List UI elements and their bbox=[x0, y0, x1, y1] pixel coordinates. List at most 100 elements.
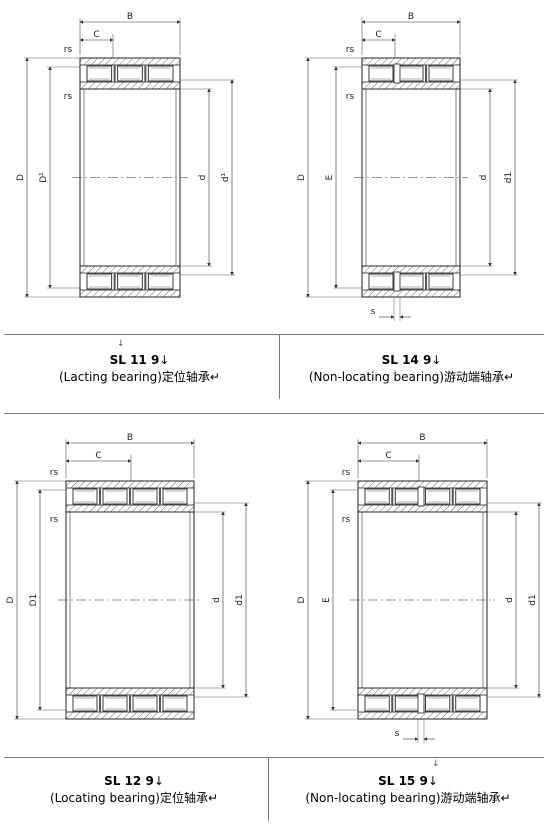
dimension-label-rs-inner: rs bbox=[64, 92, 73, 102]
dimension-label-rs-outer: rs bbox=[50, 468, 59, 478]
dimension-label-c: C bbox=[95, 451, 101, 461]
separator-middle bbox=[4, 413, 544, 414]
dimension-label-s: s bbox=[371, 307, 376, 317]
bottom-ring-section bbox=[65, 687, 195, 720]
roller bbox=[117, 273, 143, 290]
snap-ring bbox=[393, 271, 401, 292]
dimension-label-rs-outer: rs bbox=[346, 45, 355, 55]
dimension-label-d1: D¹ bbox=[39, 172, 49, 183]
roller bbox=[364, 695, 390, 712]
roller bbox=[147, 65, 174, 82]
dimension-label-d1-bore: d1 bbox=[235, 594, 245, 605]
dimension-label-d-bore: d bbox=[479, 175, 489, 181]
roller bbox=[455, 488, 481, 505]
caption-sl119: SL 11 9↓ (Lacting bearing)定位轴承↵ bbox=[0, 352, 279, 386]
roller bbox=[364, 488, 390, 505]
top-ring-section bbox=[357, 480, 488, 513]
return-arrow-mark: ↓ bbox=[432, 759, 440, 769]
snap-ring bbox=[393, 63, 401, 84]
roller bbox=[86, 65, 113, 82]
bearing-description: (Non-locating bearing)游动端轴承 bbox=[305, 791, 501, 805]
roller bbox=[398, 273, 424, 290]
roller bbox=[132, 695, 158, 712]
return-mark: ↵ bbox=[209, 370, 220, 384]
roller bbox=[428, 65, 454, 82]
roller bbox=[394, 695, 420, 712]
roller bbox=[147, 273, 174, 290]
dimension-label-c: C bbox=[93, 30, 99, 40]
dimension-label-d-outer: D bbox=[16, 174, 26, 181]
dimension-label-d-bore: d bbox=[505, 597, 515, 603]
roller bbox=[368, 65, 394, 82]
model-code: SL 15 9 bbox=[378, 774, 428, 788]
bottom-ring-section bbox=[357, 687, 488, 720]
bearing-description: (Locating bearing)定位轴承 bbox=[49, 791, 208, 805]
bearing-description: (Non-locating bearing)游动端轴承 bbox=[308, 370, 505, 384]
bearing-description: (Lacting bearing)定位轴承 bbox=[59, 370, 210, 384]
dimension-label-rs-inner: rs bbox=[342, 515, 351, 525]
top-ring-section bbox=[361, 57, 461, 90]
line-end-mark: ↓ bbox=[431, 353, 442, 367]
roller bbox=[132, 488, 158, 505]
return-mark: ↵ bbox=[504, 370, 515, 384]
dimension-label-d-bore: d bbox=[212, 597, 222, 603]
separator-vertical-top bbox=[279, 334, 280, 399]
dimension-label-rs-inner: rs bbox=[346, 92, 355, 102]
dimension-label-b: B bbox=[408, 12, 414, 22]
top-ring-section bbox=[79, 57, 181, 90]
dimension-label-s: s bbox=[395, 729, 400, 739]
dimension-label-c: C bbox=[385, 451, 391, 461]
dimension-label-d-outer: D bbox=[6, 596, 16, 603]
dimension-label-rs-inner: rs bbox=[50, 515, 59, 525]
dimension-label-c: C bbox=[375, 30, 381, 40]
roller bbox=[394, 488, 420, 505]
dimension-label-b: B bbox=[127, 433, 133, 443]
snap-ring bbox=[417, 693, 425, 714]
line-end-mark: ↓ bbox=[153, 774, 164, 788]
dimension-label-d1-bore: d1 bbox=[528, 594, 538, 605]
caption-sl149: SL 14 9↓ (Non-locating bearing)游动端轴承↵ bbox=[279, 352, 544, 386]
roller bbox=[368, 273, 394, 290]
return-mark: ↵ bbox=[500, 791, 511, 805]
roller bbox=[72, 488, 98, 505]
dimension-label-b: B bbox=[127, 12, 133, 22]
dimension-label-d-bore: d bbox=[198, 175, 208, 181]
line-end-mark: ↓ bbox=[427, 774, 438, 788]
dimension-label-d1-bore: d1 bbox=[504, 172, 514, 183]
roller bbox=[398, 65, 424, 82]
dimension-label-d1-bore: d¹ bbox=[221, 172, 231, 182]
dimension-label-d-outer: D bbox=[297, 174, 307, 181]
roller bbox=[162, 695, 188, 712]
dimension-label-d-outer: D bbox=[297, 596, 307, 603]
roller bbox=[428, 273, 454, 290]
return-mark: ↵ bbox=[208, 791, 219, 805]
caption-sl129: SL 12 9↓ (Locating bearing)定位轴承↵ bbox=[0, 773, 268, 807]
roller bbox=[162, 488, 188, 505]
model-code: SL 14 9 bbox=[381, 353, 432, 367]
roller bbox=[102, 695, 128, 712]
return-arrow-mark: ↓ bbox=[117, 339, 125, 349]
roller bbox=[455, 695, 481, 712]
dimension-label-e: E bbox=[322, 597, 332, 603]
caption-sl159: SL 15 9↓ (Non-locating bearing)游动端轴承↵ bbox=[268, 773, 548, 807]
dimension-label-rs-outer: rs bbox=[342, 468, 351, 478]
top-ring-section bbox=[65, 480, 195, 513]
roller bbox=[86, 273, 113, 290]
line-end-mark: ↓ bbox=[159, 353, 170, 367]
model-code: SL 12 9 bbox=[104, 774, 154, 788]
dimension-label-e: E bbox=[325, 174, 335, 180]
separator-top-row bbox=[4, 334, 544, 335]
roller bbox=[425, 695, 451, 712]
separator-vertical-bottom bbox=[268, 757, 269, 821]
roller bbox=[72, 695, 98, 712]
dimension-label-d1: D1 bbox=[29, 594, 39, 607]
bottom-ring-section bbox=[361, 265, 461, 298]
roller bbox=[102, 488, 128, 505]
snap-ring bbox=[417, 486, 425, 507]
roller bbox=[117, 65, 143, 82]
